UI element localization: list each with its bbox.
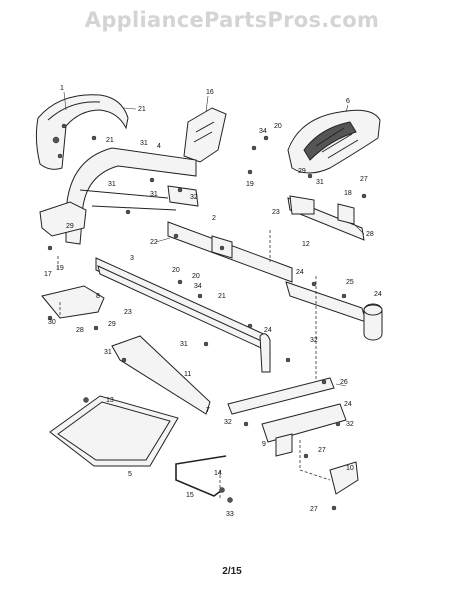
left-mount-plate-part — [39, 201, 87, 237]
callout: 14 — [214, 470, 222, 477]
callout: 31 — [180, 341, 188, 348]
callout: 15 — [186, 492, 194, 499]
cross-frame-part — [167, 221, 293, 283]
callout: 1 — [60, 85, 64, 92]
callout: 29 — [108, 321, 116, 328]
fasteners — [47, 135, 367, 511]
callout: 27 — [318, 447, 326, 454]
callout: 7 — [206, 407, 210, 414]
callout: 19 — [246, 181, 254, 188]
callout: 34 — [194, 283, 202, 290]
callout: 22 — [150, 239, 158, 246]
hinge-bracket-part — [261, 403, 347, 457]
callout: 11 — [184, 371, 191, 378]
callout: 26 — [340, 379, 348, 386]
callout: 9 — [262, 441, 266, 448]
callout: 32 — [310, 337, 318, 344]
callout: 27 — [310, 506, 318, 513]
callout: 3 — [130, 255, 134, 262]
callout: 13 — [106, 397, 114, 404]
callout: 6 — [346, 98, 350, 105]
callout: 30 — [48, 319, 56, 326]
callout: 10 — [346, 465, 354, 472]
callout: 19 — [56, 265, 64, 272]
callout: 23 — [272, 209, 280, 216]
callout: 33 — [226, 511, 234, 518]
callout: 20 — [172, 267, 180, 274]
callout: 20 — [274, 123, 282, 130]
callout: 34 — [259, 128, 267, 135]
callout: 4 — [157, 143, 161, 150]
callout: 21 — [106, 137, 114, 144]
right-side-bracket-part — [287, 195, 365, 241]
callout: 18 — [344, 190, 352, 197]
callout: 24 — [374, 291, 382, 298]
callout: 27 — [360, 176, 368, 183]
page-number: 2/15 — [222, 566, 242, 577]
callout: 31 — [150, 191, 158, 198]
callout: 29 — [66, 223, 74, 230]
callout: 31 — [104, 349, 112, 356]
callout: 24 — [296, 269, 304, 276]
callout: 28 — [366, 231, 374, 238]
callout: 20 — [192, 273, 200, 280]
small-bracket-part — [329, 461, 359, 495]
callout: 5 — [128, 471, 132, 478]
fender-shroud-part — [35, 94, 129, 170]
callout: 32 — [346, 421, 354, 428]
callout: 23 — [124, 309, 132, 316]
right-arm-part — [285, 281, 383, 341]
bracket-plate-part — [183, 107, 227, 163]
lower-rail-part — [95, 257, 271, 373]
callout: 21 — [218, 293, 226, 300]
callout: 16 — [206, 89, 214, 96]
callout: 31 — [108, 181, 116, 188]
callout: 24 — [344, 401, 352, 408]
floor-mat-part — [49, 395, 179, 467]
callout: 25 — [346, 279, 354, 286]
callout: 32 — [190, 194, 198, 201]
callout: 31 — [316, 179, 324, 186]
callout: 17 — [44, 271, 52, 278]
callout: 28 — [76, 327, 84, 334]
callout: 21 — [138, 106, 146, 113]
watermark: AppliancePartsPros.com — [84, 8, 380, 32]
callout: 8 — [96, 293, 100, 300]
assembly-lines — [57, 230, 331, 500]
callout: 2 — [212, 215, 216, 222]
callout: 29 — [298, 168, 306, 175]
callout: 32 — [224, 419, 232, 426]
u-rod-part — [175, 455, 227, 497]
callout: 24 — [264, 327, 272, 334]
callout-labels: 1 21 21 31 31 16 34 20 6 19 4 32 31 29 3… — [44, 85, 382, 518]
callout: 31 — [140, 140, 148, 147]
callout: 12 — [302, 241, 310, 248]
small-plate-part — [41, 285, 105, 319]
engine-cover-part — [287, 109, 381, 174]
skid-bracket-part — [111, 335, 211, 415]
flat-bar-part — [227, 377, 335, 415]
leader-lines — [63, 91, 365, 387]
